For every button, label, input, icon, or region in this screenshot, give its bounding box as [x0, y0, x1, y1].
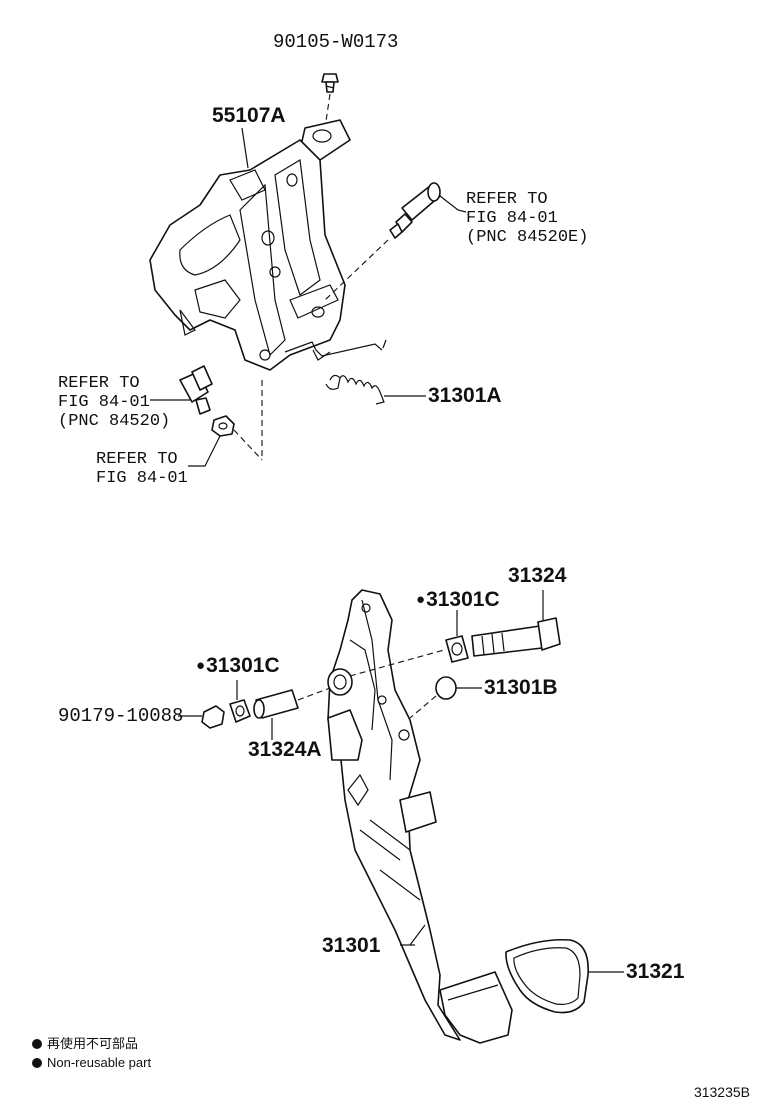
- ref-nut-left: REFER TO FIG 84-01: [96, 450, 188, 488]
- label-bolt-top: 90105-W0173: [273, 31, 399, 53]
- label-nut: 90179-10088: [58, 705, 184, 727]
- figure-number: 313235B: [693, 1084, 750, 1100]
- bolt-top-dash: [324, 93, 331, 129]
- nut-left-drawing: [211, 415, 235, 437]
- nut-drawing: [201, 705, 225, 729]
- legend-line-jp: 再使用不可部品: [32, 1034, 151, 1053]
- bushing-left-drawing: [229, 699, 251, 723]
- label-cushion: 31301B: [484, 676, 558, 699]
- cushion-drawing: [435, 676, 457, 700]
- pad-drawing: [505, 938, 589, 1014]
- label-bolt-pivot: 31324: [508, 564, 567, 587]
- legend-line-en: Non-reusable part: [32, 1053, 151, 1072]
- bolt-pivot-drawing: [471, 617, 561, 657]
- label-pedal: 31301: [322, 934, 381, 957]
- bullet-icon: [32, 1039, 42, 1049]
- collar-drawing: [253, 689, 299, 719]
- legend: 再使用不可部品 Non-reusable part: [32, 1034, 151, 1072]
- switch-top-drawing: [389, 182, 441, 239]
- bolt-top-drawing: [321, 73, 339, 93]
- bracket-drawing: [149, 119, 351, 371]
- label-bushing-right: 31301C: [416, 589, 500, 610]
- bullet-icon: [32, 1058, 42, 1068]
- label-spring: 31301A: [428, 384, 502, 407]
- label-bushing-left: 31301C: [196, 655, 280, 676]
- ref-switch-top: REFER TO FIG 84-01 (PNC 84520E): [466, 190, 589, 247]
- switch-left-drawing: [179, 365, 213, 415]
- label-collar: 31324A: [248, 738, 322, 761]
- pedal-drawing: [327, 589, 513, 1044]
- label-bracket: 55107A: [212, 104, 286, 127]
- spring-drawing: [284, 339, 387, 405]
- bushing-right-drawing: [445, 635, 469, 663]
- label-pad: 31321: [626, 960, 685, 983]
- ref-switch-left: REFER TO FIG 84-01 (PNC 84520): [58, 374, 171, 431]
